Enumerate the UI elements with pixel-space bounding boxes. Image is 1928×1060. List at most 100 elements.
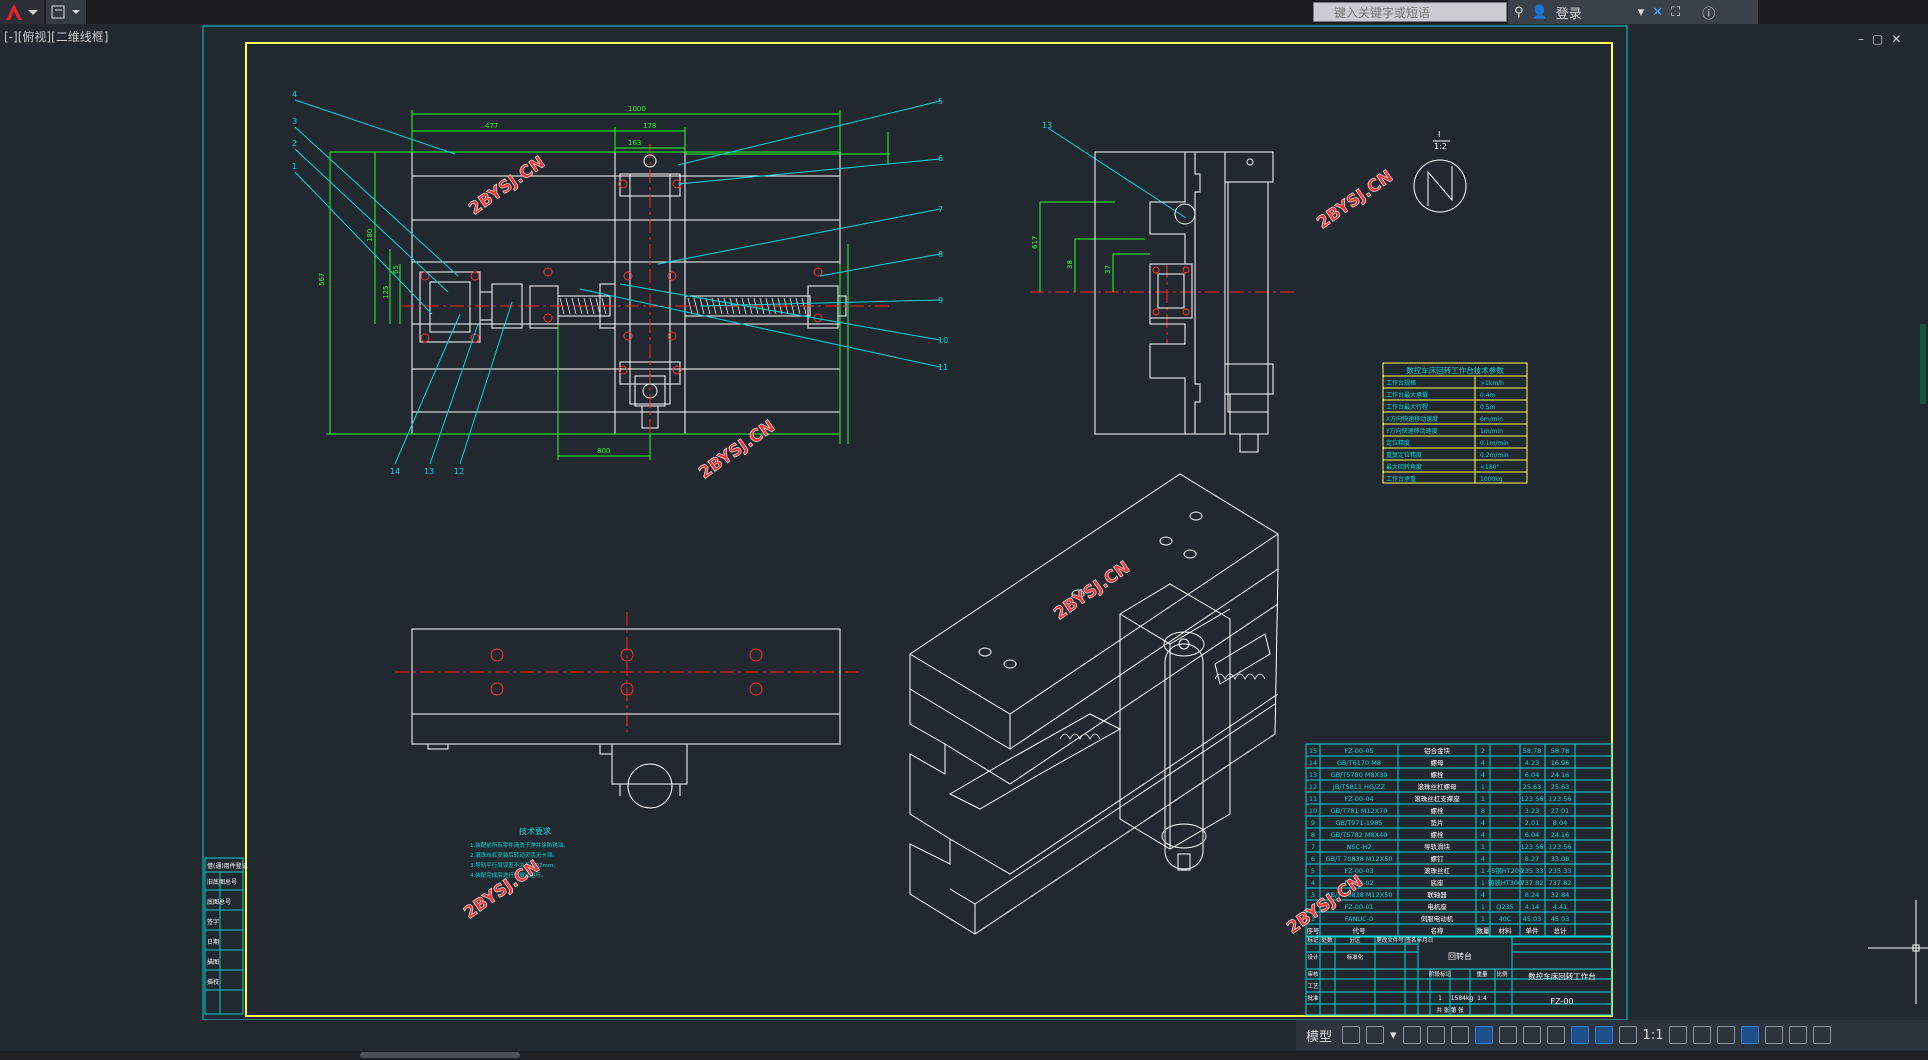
bom-cell: 1 <box>1311 915 1315 923</box>
dimension-text: 1000 <box>628 105 646 113</box>
title-block-label: 比例 <box>1496 970 1508 978</box>
bom-cell: 25.63 <box>1551 783 1570 791</box>
object-snap-icon[interactable] <box>1474 1026 1493 1044</box>
isometric-spring <box>1059 673 1266 740</box>
title-block-label: 批准 <box>1307 994 1319 1002</box>
bom-cell: GB/T971-1985 <box>1336 819 1383 827</box>
callout-number: 10 <box>938 336 948 345</box>
bom-cell: 33.08 <box>1551 855 1570 863</box>
svg-text:最大回转角度: 最大回转角度 <box>1386 463 1422 471</box>
bom-cell: 40C <box>1499 915 1512 923</box>
viewport-label[interactable]: [-][俯视][二维线框] <box>4 30 109 44</box>
callout-number: 13 <box>424 467 434 476</box>
app-menu-button[interactable] <box>0 0 44 24</box>
left-strip-text: 旧底图总号 <box>207 878 237 886</box>
bom-cell: 737.82 <box>1549 879 1572 887</box>
help-icon[interactable]: ⓘ <box>1702 6 1716 22</box>
gear-icon[interactable] <box>1669 1026 1688 1044</box>
bom-cell: 1 <box>1481 879 1485 887</box>
title-block-label: 重量 <box>1476 970 1488 978</box>
auto-scale-icon[interactable] <box>1594 1026 1613 1044</box>
exchange-icon[interactable]: ✕ <box>1652 4 1664 20</box>
dropdown-icon[interactable]: ▾ <box>1637 4 1645 20</box>
drawing-canvas[interactable]: 借(通)用件登记 旧底图总号 底图总号 签字 日期 描图 描校 <box>0 24 1928 1020</box>
dropdown-icon[interactable]: ▾ <box>1390 1027 1397 1043</box>
left-title-strip <box>204 857 244 1015</box>
bom-cell: 6.04 <box>1525 831 1539 839</box>
menu-icon[interactable] <box>1813 1026 1832 1044</box>
a360-icon[interactable]: ⛶ <box>1671 4 1681 20</box>
title-block <box>1305 936 1613 1016</box>
bom-header-cell: 单件 <box>1526 926 1540 935</box>
bom-cell: 螺钉 <box>1431 854 1445 863</box>
bom-cell: 58.78 <box>1523 747 1542 755</box>
section-scale: 1:2 <box>1434 142 1447 151</box>
login-button[interactable]: 登录 <box>1555 6 1582 22</box>
dimension-text: 125 <box>382 286 390 299</box>
polar-icon[interactable] <box>1426 1026 1445 1044</box>
search-input[interactable]: 键入关键字或短语 <box>1313 2 1507 22</box>
svg-text:6m/min: 6m/min <box>1480 416 1503 423</box>
grid-icon[interactable] <box>1342 1026 1361 1044</box>
transparency-icon[interactable] <box>1522 1026 1541 1044</box>
annotation-visibility-icon[interactable] <box>1570 1026 1589 1044</box>
title-block-label: 分区 <box>1349 936 1361 944</box>
vertical-scroll-indicator[interactable] <box>1920 324 1926 404</box>
close-icon[interactable]: ✕ <box>1891 32 1902 46</box>
title-block-label: 年月日 <box>1417 936 1434 944</box>
side-bolt-holes <box>1152 266 1190 316</box>
bom-cell: 1 <box>1481 915 1485 923</box>
binoculars-icon[interactable]: ⚲ <box>1514 4 1524 20</box>
side-view <box>1094 151 1274 453</box>
annotation-scale-icon[interactable] <box>1618 1026 1637 1044</box>
snap-icon[interactable] <box>1366 1026 1385 1044</box>
hardware-accel-icon[interactable] <box>1765 1026 1784 1044</box>
notes-title: 技术要求 <box>519 826 551 836</box>
svg-text:工作台最大行程: 工作台最大行程 <box>1386 403 1428 411</box>
quick-access-toolbar[interactable] <box>46 0 86 24</box>
model-tab[interactable]: 模型 <box>1306 1029 1333 1045</box>
bom-cell: GB/T 70838 M12X50 <box>1325 891 1392 899</box>
bom-cell: 4 <box>1481 759 1485 767</box>
unit-name: 回转台 <box>1448 951 1472 961</box>
horizontal-scrollbar[interactable] <box>0 1051 1928 1060</box>
isodraft-icon[interactable] <box>1450 1026 1469 1044</box>
scale-value[interactable]: 1:1 <box>1642 1027 1664 1043</box>
ortho-icon[interactable] <box>1402 1026 1421 1044</box>
scrollbar-thumb[interactable] <box>360 1052 520 1058</box>
bom-cell: 32.84 <box>1551 891 1570 899</box>
left-strip-text: 底图总号 <box>207 898 231 906</box>
title-block-label: 审核 <box>1307 970 1319 978</box>
plus-icon[interactable] <box>1693 1026 1712 1044</box>
title-block-label: 工艺 <box>1307 983 1319 990</box>
units-icon[interactable] <box>1717 1026 1736 1044</box>
title-block-label: 标记 <box>1307 936 1319 944</box>
bom-cell: 45钢HT200 <box>1487 867 1523 875</box>
isolate-icon[interactable] <box>1741 1026 1760 1044</box>
restore-icon[interactable]: ▢ <box>1872 32 1884 46</box>
bom-cell: 4.14 <box>1525 903 1539 911</box>
bom-cell: JB/T5811 HG/ZZ <box>1332 783 1386 791</box>
autocad-logo-icon <box>6 4 38 20</box>
bom-cell: 螺母 <box>1431 758 1445 767</box>
minimize-icon[interactable]: – <box>1858 32 1864 46</box>
clean-screen-icon[interactable] <box>1789 1026 1808 1044</box>
title-block-label: 阶段标记 <box>1429 970 1452 978</box>
bom-cell: 8.04 <box>1553 819 1567 827</box>
title-block-label: 处数 <box>1321 936 1333 944</box>
dimension-lines <box>326 110 1150 460</box>
bom-cell: 4 <box>1481 855 1485 863</box>
bom-cell: 7 <box>1311 843 1315 851</box>
dimension-text: 163 <box>628 139 641 147</box>
lineweight-icon[interactable] <box>1498 1026 1517 1044</box>
spec-table-title: 数控车床回转工作台技术参数 <box>1406 365 1504 375</box>
svg-text:>1km/h: >1km/h <box>1480 380 1504 387</box>
bom-cell: 1 <box>1481 843 1485 851</box>
bom-cell: FZ-00-02 <box>1344 879 1373 887</box>
svg-text:X方向快速移动速度: X方向快速移动速度 <box>1386 415 1438 423</box>
title-block-label: 标准化 <box>1347 953 1364 961</box>
bom-cell: 1 <box>1481 867 1485 875</box>
svg-text:工作台规格: 工作台规格 <box>1386 379 1416 387</box>
selection-cycling-icon[interactable] <box>1546 1026 1565 1044</box>
